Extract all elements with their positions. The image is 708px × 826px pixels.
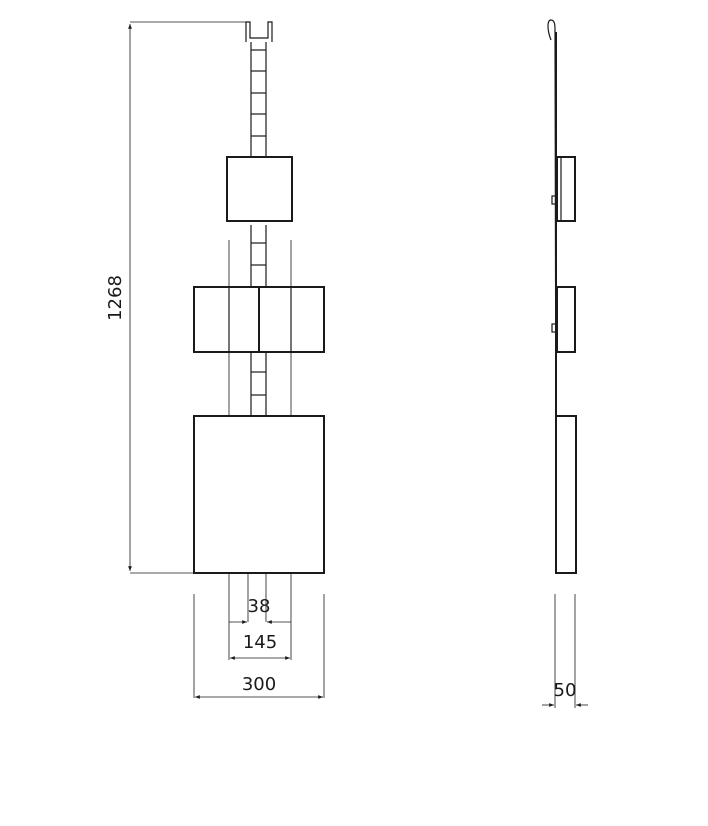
side-large-box — [555, 415, 577, 574]
depth-dimension — [542, 594, 588, 708]
side-view — [542, 19, 588, 708]
front-view — [128, 21, 325, 699]
total-width-label: 300 — [242, 674, 276, 695]
height-label: 1268 — [105, 275, 126, 321]
double-shelf-box — [193, 286, 325, 353]
ladder-rail-upper — [250, 42, 267, 157]
hook-side — [547, 19, 557, 493]
side-double-box — [551, 286, 576, 353]
gap-label: 38 — [248, 596, 271, 617]
mid-width-label: 145 — [243, 632, 277, 653]
depth-label: 50 — [554, 680, 577, 701]
hook-front — [245, 21, 273, 42]
height-dimension — [128, 21, 246, 574]
side-small-box — [551, 156, 576, 222]
large-shelf-box — [193, 415, 325, 574]
ladder-rail-middle — [250, 225, 267, 287]
ladder-rail-lower — [250, 352, 267, 416]
small-shelf-box — [226, 156, 293, 222]
